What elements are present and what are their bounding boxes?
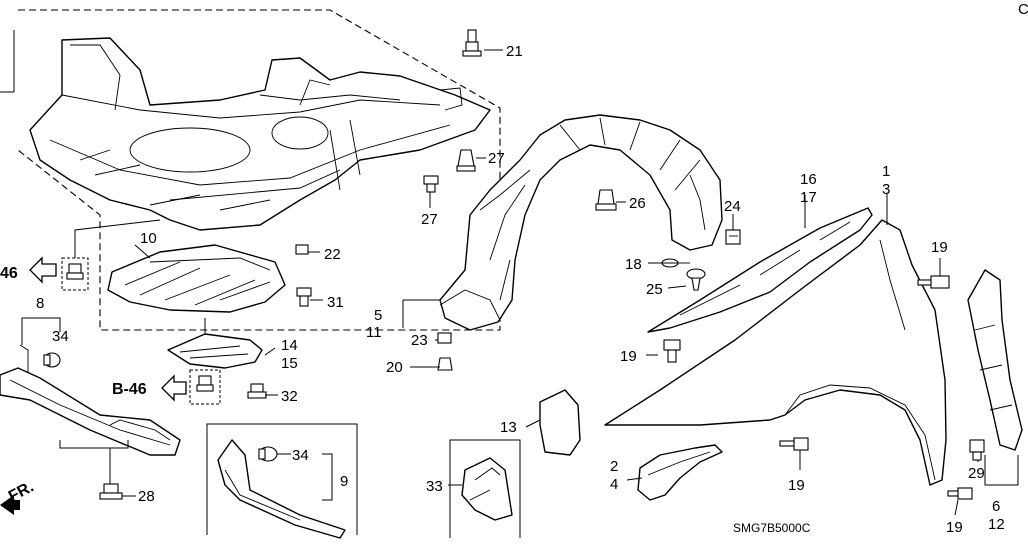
callout-13: 13 [500,419,517,436]
front-fender [604,219,947,486]
callout-29: 29 [968,465,985,482]
fastener-19d [947,487,973,500]
clip-24 [725,229,741,245]
ref-label-b46: B-46 [112,381,147,398]
callout-5: 5 [374,307,382,324]
fastener-in-box-46 [61,257,89,291]
callout-32: 32 [281,388,298,405]
leader-lines [21,49,979,516]
callout-6: 6 [992,498,1000,515]
under-cover-group-boundary [0,9,501,331]
engine-under-cover [29,37,491,231]
fastener-19b [663,339,681,363]
fastener-29 [969,439,985,461]
callout-19d: 19 [946,519,963,536]
clip-inset-box [449,439,521,538]
fastener-in-box-b46 [189,369,221,405]
corner-cover [539,389,581,456]
front-bracket-cover [167,318,263,369]
fastener-23 [437,332,452,344]
callout-14: 14 [281,337,298,354]
callout-33: 33 [426,478,443,495]
callout-11: 11 [366,324,382,341]
callout-2: 2 [610,458,618,475]
callout-28: 28 [138,488,155,505]
callout-21: 21 [506,43,523,60]
callout-27b: 27 [421,211,438,228]
callout-10: 10 [140,230,157,247]
ref-arrow-b46-icon [161,374,187,402]
callout-34b: 34 [292,447,309,464]
fastener-31 [296,287,312,307]
callout-9: 9 [340,473,348,490]
callout-16: 16 [800,171,817,188]
fastener-34b [258,446,278,462]
callout-27a: 27 [488,150,505,167]
fastener-22 [295,244,309,255]
fastener-21 [462,29,482,57]
fastener-20 [437,357,453,371]
fastener-27a [456,149,476,172]
lower-bracket [637,444,723,501]
fastener-27b [423,175,439,193]
callout-18: 18 [625,256,642,273]
fender-rear-bracket [967,269,1023,486]
front-splash-guard [0,344,181,456]
fastener-19c [779,437,809,451]
callout-31: 31 [327,294,344,311]
ref-label-46: 46 [0,265,18,282]
callout-20: 20 [386,359,403,376]
sub-under-cover [107,244,286,313]
front-direction-arrow-icon [0,495,20,515]
fastener-34a [43,352,61,368]
callout-8: 8 [36,295,44,312]
callout-23: 23 [411,332,428,349]
callout-25: 25 [646,281,663,298]
fastener-28 [99,483,123,500]
diagram-code: SMG7B5000C [733,521,811,535]
callout-3: 3 [882,181,890,198]
callout-19a: 19 [931,239,948,256]
ref-arrow-46-icon [29,256,57,284]
corner-mark: C [1018,1,1028,18]
detail-inset-box [206,423,358,539]
callout-labels: 21 27 27 26 24 16 17 1 3 19 18 25 10 22 … [36,43,1005,536]
callout-22: 22 [324,246,341,263]
callout-1: 1 [882,163,890,180]
fastener-26 [595,189,617,211]
callout-17: 17 [800,189,817,206]
fastener-32 [247,383,267,399]
callout-19b: 19 [620,348,637,365]
callout-24: 24 [724,198,741,215]
fastener-25 [686,268,706,291]
callout-26: 26 [629,195,646,212]
fender-seal-strip [647,207,873,333]
callout-19c: 19 [788,477,805,494]
fender-liner [439,114,723,331]
callout-4: 4 [610,476,618,493]
callout-15: 15 [281,355,298,372]
callout-12: 12 [988,516,1005,533]
callout-34a: 34 [52,328,69,345]
